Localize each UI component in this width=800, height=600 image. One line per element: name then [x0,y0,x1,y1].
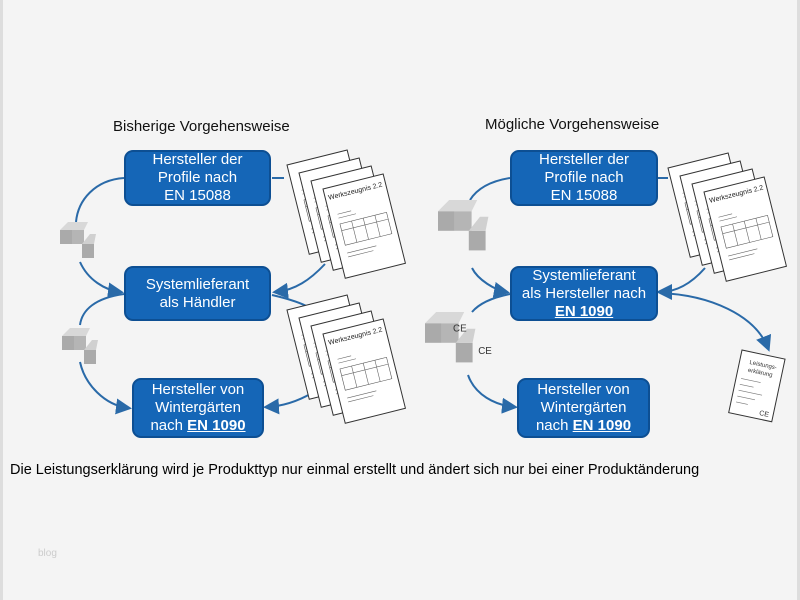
standard-link: EN 1090 [554,302,614,320]
box-line: EN 15088 [164,187,231,204]
box-line: Systemlieferant [532,266,636,284]
box-prefix: nach [150,417,188,434]
box-line: Systemlieferant [145,275,250,293]
right-flow-arrows [467,177,772,414]
right-system-supplier-box: Systemlieferant als Hersteller nach EN 1… [510,266,658,321]
declaration-label: erklärung [747,368,773,379]
box-line: nach EN 1090 [519,417,648,435]
box-line: Profile nach [544,169,624,186]
left-profile-manufacturer-box: Hersteller der Profile nach EN 15088 [124,150,271,206]
left-title: Bisherige Vorgehensweise [113,118,290,135]
right-certificate-stack [668,153,786,281]
right-profile-ce-icon: CE CE [425,312,492,363]
declaration-of-performance-doc: Leistungs- erklärung CE [728,349,786,423]
box-line: Profile nach [157,169,238,186]
box-line: als Händler [159,293,236,311]
left-conservatory-manufacturer-box: Hersteller von Wintergärten nach EN 1090 [132,378,264,438]
ce-mark: CE [758,410,769,419]
left-profile-icon-1 [60,222,96,258]
ce-mark: CE [453,324,467,335]
right-title: Mögliche Vorgehensweise [485,116,660,133]
box-line: Hersteller der [152,151,243,168]
standard-link: EN 1090 [572,417,632,434]
box-line: als Hersteller nach [521,284,647,302]
caption: Die Leistungserklärung wird je Produktty… [10,462,700,478]
box-line: Hersteller von [537,381,630,398]
ce-mark: CE [478,346,492,357]
box-line: Wintergärten [540,399,627,416]
box-line: Wintergärten [155,399,241,416]
declaration-label: Leistungs- [749,360,777,372]
box-line: nach EN 1090 [134,417,262,435]
left-system-supplier-box: Systemlieferant als Händler [124,266,271,321]
box-prefix: nach [535,417,573,434]
left-profile-icon-2 [62,328,98,364]
box-line: Hersteller der [538,151,630,168]
left-certificate-stack-1 [287,150,405,278]
right-conservatory-manufacturer-box: Hersteller von Wintergärten nach EN 1090 [517,378,650,438]
box-line: EN 15088 [550,187,618,204]
standard-link: EN 1090 [187,417,246,434]
left-flow-arrows [75,177,326,415]
box-line: Hersteller von [151,381,245,398]
left-certificate-stack-2 [287,295,405,423]
watermark: blog [38,548,57,559]
right-profile-icon-1 [438,200,489,251]
right-profile-manufacturer-box: Hersteller der Profile nach EN 15088 [510,150,658,206]
